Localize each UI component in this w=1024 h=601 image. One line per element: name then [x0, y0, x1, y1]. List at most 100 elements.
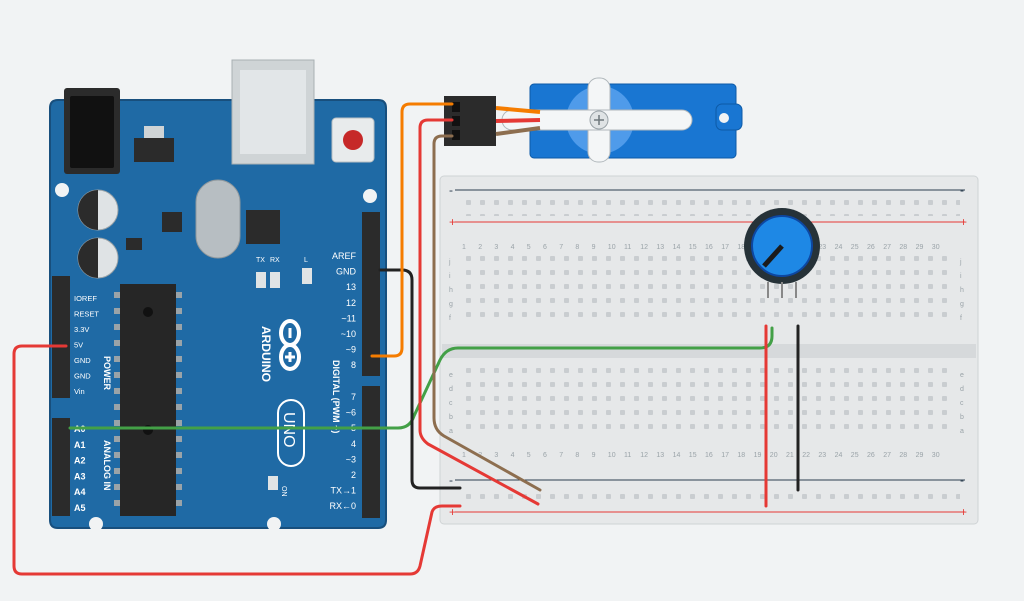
column-number: 26 [867, 452, 875, 459]
row-letter: c [960, 400, 964, 407]
row-letter: i [449, 273, 451, 280]
wire-5v-red [12, 344, 462, 576]
column-number: 28 [899, 452, 907, 459]
column-number: 14 [673, 452, 681, 459]
power-title: POWER [102, 356, 112, 391]
chip-pin [176, 468, 182, 474]
column-number: 18 [737, 452, 745, 459]
on-led [268, 476, 278, 490]
lower-terminal-holes [460, 366, 950, 438]
uno-badge: UNO [277, 399, 305, 467]
chip-pin [114, 484, 120, 490]
rail-plus-bottom-left: + [449, 505, 456, 519]
column-number: 17 [721, 244, 729, 251]
breadboard-center-channel [442, 344, 976, 358]
column-number: 23 [818, 452, 826, 459]
chip-pin [114, 452, 120, 458]
digital-header-top [362, 212, 380, 376]
mounting-hole [363, 189, 377, 203]
top-rail-holes [460, 196, 960, 216]
chip-pin [176, 372, 182, 378]
digital-pin-label: 2 [351, 470, 356, 480]
column-number: 4 [511, 452, 515, 459]
row-letter: h [960, 287, 964, 294]
digital-pin-label: 12 [346, 298, 356, 308]
chip-pin [176, 420, 182, 426]
wire-gnd-black [378, 268, 462, 490]
wire-pin9-orange [370, 102, 454, 358]
arduino-logo-text: ARDUINO [259, 326, 273, 382]
chip-pin [176, 308, 182, 314]
column-number: 20 [770, 452, 778, 459]
row-letter: e [960, 372, 964, 379]
row-letter: d [960, 386, 964, 393]
digital-pin-label: ~11 [341, 313, 356, 323]
row-letter: d [449, 386, 453, 393]
analog-title: ANALOG IN [102, 440, 112, 491]
bottom-rail-holes [460, 486, 960, 506]
column-number: 6 [543, 452, 547, 459]
column-number: 25 [851, 244, 859, 251]
column-number: 1 [462, 244, 466, 251]
chip-pin [176, 436, 182, 442]
chip-pin [114, 468, 120, 474]
analog-header [52, 418, 70, 516]
column-number: 6 [543, 244, 547, 251]
digital-pin-label: 13 [346, 282, 356, 292]
column-number: 14 [673, 244, 681, 251]
column-number: 7 [559, 452, 563, 459]
analog-pin-label: A1 [74, 440, 86, 450]
column-number: 13 [656, 452, 664, 459]
column-number: 12 [640, 244, 648, 251]
chip-pin [114, 388, 120, 394]
rail-plus-top-left: + [449, 215, 456, 229]
mounting-hole [55, 183, 69, 197]
row-letter: j [448, 259, 451, 266]
column-number: 23 [818, 244, 826, 251]
capacitor-2 [77, 237, 119, 279]
column-number: 8 [575, 452, 579, 459]
atmega-chip [120, 284, 176, 516]
wires [12, 102, 800, 576]
rail-minus-top-left: - [449, 183, 453, 197]
potentiometer[interactable] [744, 208, 820, 298]
l-label: L [304, 257, 308, 264]
row-letter: j [959, 259, 962, 266]
digital-pin-label: ~6 [346, 408, 356, 418]
digital-pin-label: AREF [332, 251, 357, 261]
column-number: 12 [640, 452, 648, 459]
row-letter: h [449, 287, 453, 294]
column-number: 7 [559, 244, 563, 251]
chip-pin [114, 308, 120, 314]
row-letter: f [960, 315, 962, 322]
column-number: 28 [899, 244, 907, 251]
column-numbers-top: 1234567891011121314151617181920212223242… [462, 244, 940, 251]
row-letter: b [960, 414, 964, 421]
column-number: 5 [527, 452, 531, 459]
power-pin-label: GND [74, 356, 91, 365]
crystal-oscillator [195, 179, 241, 259]
column-number: 21 [786, 452, 794, 459]
chip-pin [114, 436, 120, 442]
digital-pin-label: ~9 [346, 345, 356, 355]
chip-pin [114, 372, 120, 378]
column-number: 27 [883, 244, 891, 251]
status-leds: TX RX L [256, 257, 312, 288]
digital-title: DIGITAL (PWM ~) [331, 360, 341, 433]
arduino-logo: ARDUINO [259, 319, 301, 382]
power-header [52, 276, 70, 398]
mounting-hole [267, 517, 281, 531]
column-number: 24 [835, 244, 843, 251]
power-pin-label: IOREF [74, 294, 97, 303]
wire-servo-red [418, 118, 540, 506]
chip-pin [176, 292, 182, 298]
digital-pin-label: 7 [351, 392, 356, 402]
chip-pin [176, 500, 182, 506]
column-number: 15 [689, 244, 697, 251]
on-label: ON [280, 486, 287, 497]
row-letter: g [960, 301, 964, 308]
column-number: 25 [851, 452, 859, 459]
